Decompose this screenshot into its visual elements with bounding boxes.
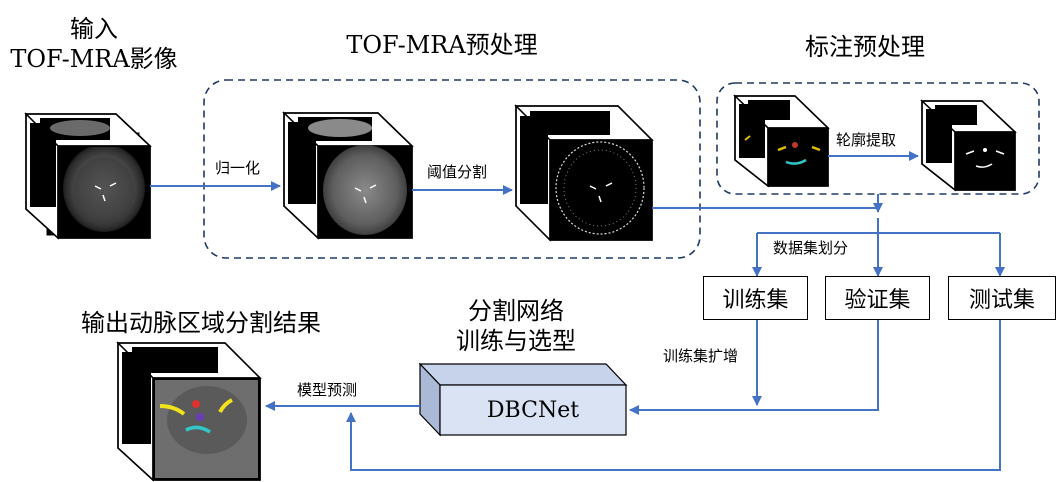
test-set-box: 测试集 [948, 276, 1056, 320]
output-image-stack [116, 341, 262, 482]
arrows [150, 151, 1005, 471]
val-set-box: 验证集 [825, 276, 930, 320]
arrow-test-back [346, 320, 1001, 471]
split-label: 数据集划分 [773, 239, 849, 257]
dbcnet-label: DBCNet [486, 397, 580, 423]
dbcnet-block [418, 362, 628, 437]
train-title-line2: 训练与选型 [456, 327, 576, 355]
input-title-line1: 输入 [70, 15, 118, 43]
contour-label: 轮廓提取 [836, 131, 897, 149]
predict-label: 模型预测 [297, 381, 358, 399]
preprocess-group [203, 79, 701, 259]
label-image-stack [733, 94, 830, 188]
input-title-line2: TOF-MRA影像 [10, 45, 178, 73]
contour-image-stack [920, 99, 1017, 192]
preprocess-title: TOF-MRA预处理 [346, 31, 538, 59]
train-title-line1: 分割网络 [468, 297, 564, 325]
train-set-box: 训练集 [703, 276, 808, 320]
label-preprocess-title: 标注预处理 [805, 33, 925, 61]
normalized-image-stack [282, 111, 414, 240]
augment-label: 训练集扩增 [663, 347, 739, 365]
arrow-val-to-net [629, 320, 879, 415]
label-preprocess-group [716, 82, 1040, 195]
output-title: 输出动脉区域分割结果 [81, 309, 321, 337]
threshold-label: 阈值分割 [424, 162, 491, 182]
threshold-image-stack [514, 104, 654, 242]
input-title: 输入 TOF-MRA影像 [0, 14, 188, 74]
train-title: 分割网络 训练与选型 [430, 296, 602, 356]
input-image-stack [24, 112, 152, 240]
normalize-label: 归一化 [212, 158, 264, 178]
